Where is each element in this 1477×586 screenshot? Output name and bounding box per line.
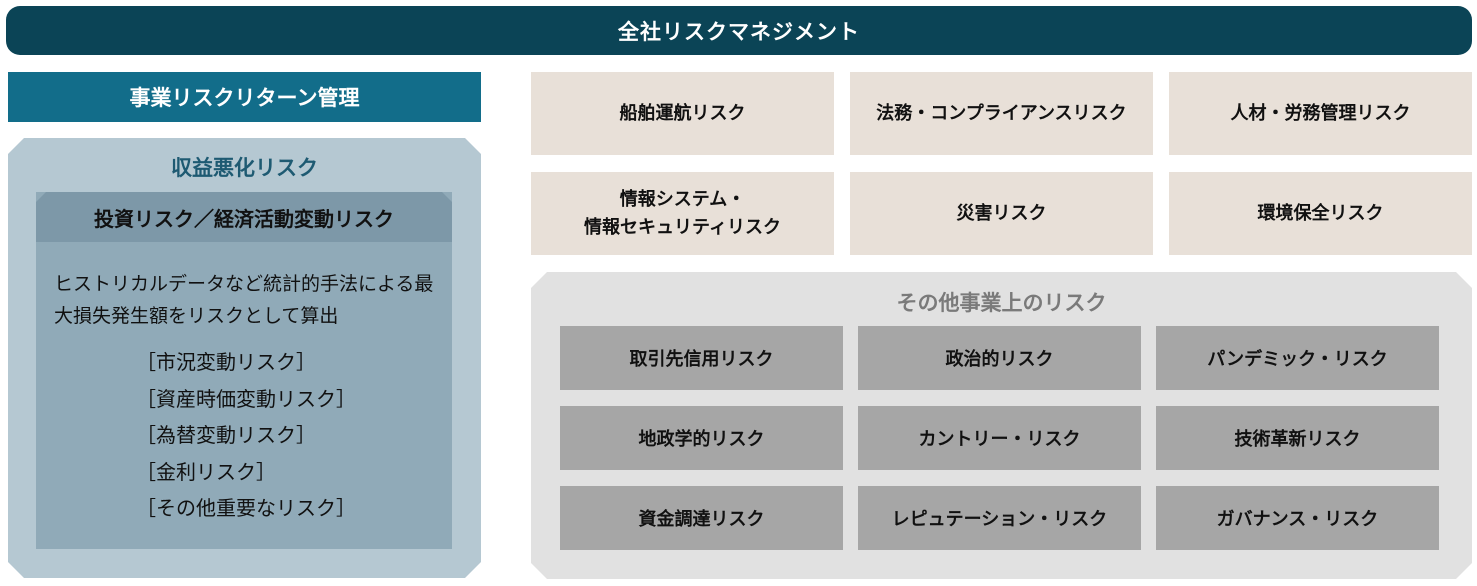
risk-category-item: ［その他重要なリスク］ [136,496,356,520]
legal-compliance-risk-box: 法務・コンプライアンスリスク [850,72,1153,155]
investment-risk-header: 投資リスク／経済活動変動リスク [36,192,452,242]
risk-category-item: ［為替変動リスク］ [136,423,316,447]
risk-calculation-description: ヒストリカルデータなど統計的手法による最大損失発生額をリスクとして算出 [54,273,434,327]
financing-risk-box: 資金調達リスク [560,486,843,550]
disaster-risk-box: 災害リスク [850,172,1153,255]
country-risk-box: カントリー・リスク [858,406,1141,470]
investment-risk-box: 投資リスク／経済活動変動リスク ヒストリカルデータなど統計的手法による最大損失発… [36,192,452,549]
company-risk-management-banner: 全社リスクマネジメント [6,6,1472,55]
risk-category-item: ［資産時価変動リスク］ [136,386,356,411]
risk-category-item: ［市況変動リスク］ [136,350,316,374]
counterparty-credit-risk-box: 取引先信用リスク [560,326,843,390]
pandemic-risk-box: パンデミック・リスク [1156,326,1439,390]
hr-labor-risk-box: 人材・労務管理リスク [1169,72,1472,155]
information-security-risk-box: 情報システム・ 情報セキュリティリスク [531,172,834,255]
environmental-risk-box: 環境保全リスク [1169,172,1472,255]
governance-risk-box: ガバナンス・リスク [1156,486,1439,550]
political-risk-box: 政治的リスク [858,326,1141,390]
other-business-risk-panel: その他事業上のリスク 取引先信用リスク 政治的リスク パンデミック・リスク 地政… [531,272,1472,579]
technology-innovation-risk-box: 技術革新リスク [1156,406,1439,470]
profit-deterioration-title: 収益悪化リスク [171,156,318,180]
risk-category-list: ［市況変動リスク］ ［資産時価変動リスク］ ［為替変動リスク］ ［金利リスク］ … [136,344,436,527]
operational-risk-grid: 船舶運航リスク 法務・コンプライアンスリスク 人材・労務管理リスク 情報システム… [531,72,1472,256]
risk-category-item: ［金利リスク］ [136,459,276,484]
profit-deterioration-panel: 収益悪化リスク 投資リスク／経済活動変動リスク ヒストリカルデータなど統計的手法… [8,138,481,578]
business-risk-return-header: 事業リスクリターン管理 [8,72,481,122]
geopolitical-risk-box: 地政学的リスク [560,406,843,470]
other-business-risk-grid: 取引先信用リスク 政治的リスク パンデミック・リスク 地政学的リスク カントリー… [560,326,1439,551]
other-business-risk-title: その他事業上のリスク [896,291,1107,315]
ship-operation-risk-box: 船舶運航リスク [531,72,834,155]
reputation-risk-box: レピュテーション・リスク [858,486,1141,550]
